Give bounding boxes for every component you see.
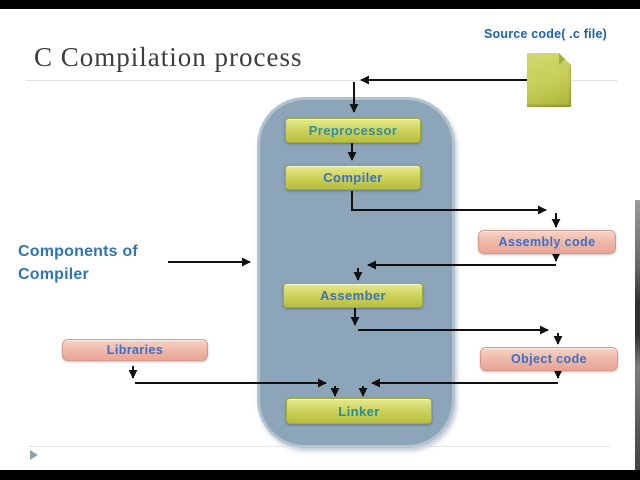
folded-corner-icon	[559, 53, 571, 65]
components-of-compiler-note: Components of Compiler	[18, 240, 138, 286]
video-edge-artifact	[635, 200, 640, 470]
page-title: C Compilation process	[34, 42, 303, 72]
note-line-1: Components of	[18, 243, 138, 260]
artifact-object-code: Object code	[480, 347, 618, 371]
letterbox-bottom-bar	[0, 470, 640, 480]
source-code-label: Source code( .c file)	[484, 27, 607, 41]
source-code-file-icon	[527, 53, 571, 107]
letterbox-top-bar	[0, 0, 640, 9]
stage-linker: Linker	[286, 398, 432, 424]
title-divider	[26, 80, 618, 81]
artifact-libraries: Libraries	[62, 339, 208, 361]
stage-assembler: Assember	[283, 283, 423, 308]
note-line-2: Compiler	[18, 266, 89, 283]
compiler-components-container	[257, 97, 455, 448]
stage-preprocessor: Preprocessor	[285, 118, 421, 143]
stage-compiler: Compiler	[285, 165, 421, 190]
play-triangle-icon	[30, 450, 38, 460]
artifact-assembly-code: Assembly code	[478, 230, 616, 254]
slide-footer-divider	[30, 446, 610, 447]
